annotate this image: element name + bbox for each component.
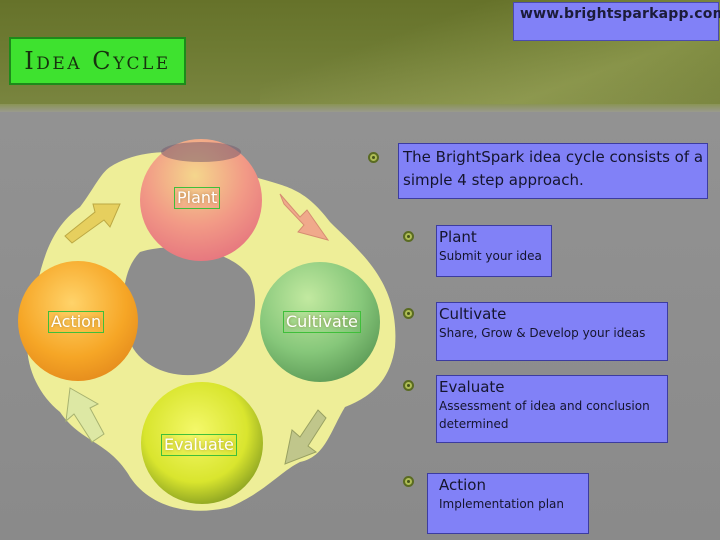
sphere-cultivate (260, 262, 380, 382)
cycle-arrow-icon (64, 203, 121, 244)
circle-bullet-icon (368, 152, 379, 163)
cycle-label-action[interactable]: Action (48, 311, 105, 333)
cycle-arrow-icon (279, 193, 330, 241)
glow-hole (123, 247, 256, 376)
step-box-cultivate: Cultivate Share, Grow & Develop your ide… (436, 302, 668, 361)
cycle-label-plant[interactable]: Plant (174, 187, 221, 209)
page-title: Idea Cycle (24, 47, 171, 75)
sphere-evaluate (141, 382, 263, 504)
sphere-action (18, 261, 138, 381)
cycle-label-cultivate[interactable]: Cultivate (283, 311, 361, 333)
intro-text: The BrightSpark idea cycle consists of a… (403, 148, 704, 189)
step-title-action: Action (439, 476, 486, 494)
circle-bullet-icon (403, 476, 414, 487)
circle-bullet-icon (403, 231, 414, 242)
circle-bullet-icon (403, 380, 414, 391)
step-title-evaluate: Evaluate (439, 378, 505, 396)
sphere-plant (140, 139, 262, 261)
circle-bullet-icon (403, 308, 414, 319)
cycle-arrow-icon (284, 409, 327, 465)
cycle-label-evaluate[interactable]: Evaluate (161, 434, 237, 456)
step-box-evaluate: Evaluate Assessment of idea and conclusi… (436, 375, 668, 443)
step-box-action: Action Implementation plan (427, 473, 589, 534)
step-title-cultivate: Cultivate (439, 305, 507, 323)
step-title-plant: Plant (439, 228, 477, 246)
intro-text-box: The BrightSpark idea cycle consists of a… (398, 143, 708, 199)
step-description-evaluate: Assessment of idea and conclusion determ… (439, 399, 650, 431)
step-box-plant: Plant Submit your idea (436, 225, 552, 277)
step-description-cultivate: Share, Grow & Develop your ideas (439, 326, 646, 340)
step-description-action: Implementation plan (439, 497, 565, 511)
idea-cycle-diagram (18, 139, 396, 511)
step-description-plant: Submit your idea (439, 249, 542, 263)
cycle-arrow-icon (65, 387, 105, 443)
website-url[interactable]: www.brightsparkapp.com (513, 2, 720, 41)
page-title-box: Idea Cycle (9, 37, 186, 85)
header-divider (0, 104, 720, 112)
